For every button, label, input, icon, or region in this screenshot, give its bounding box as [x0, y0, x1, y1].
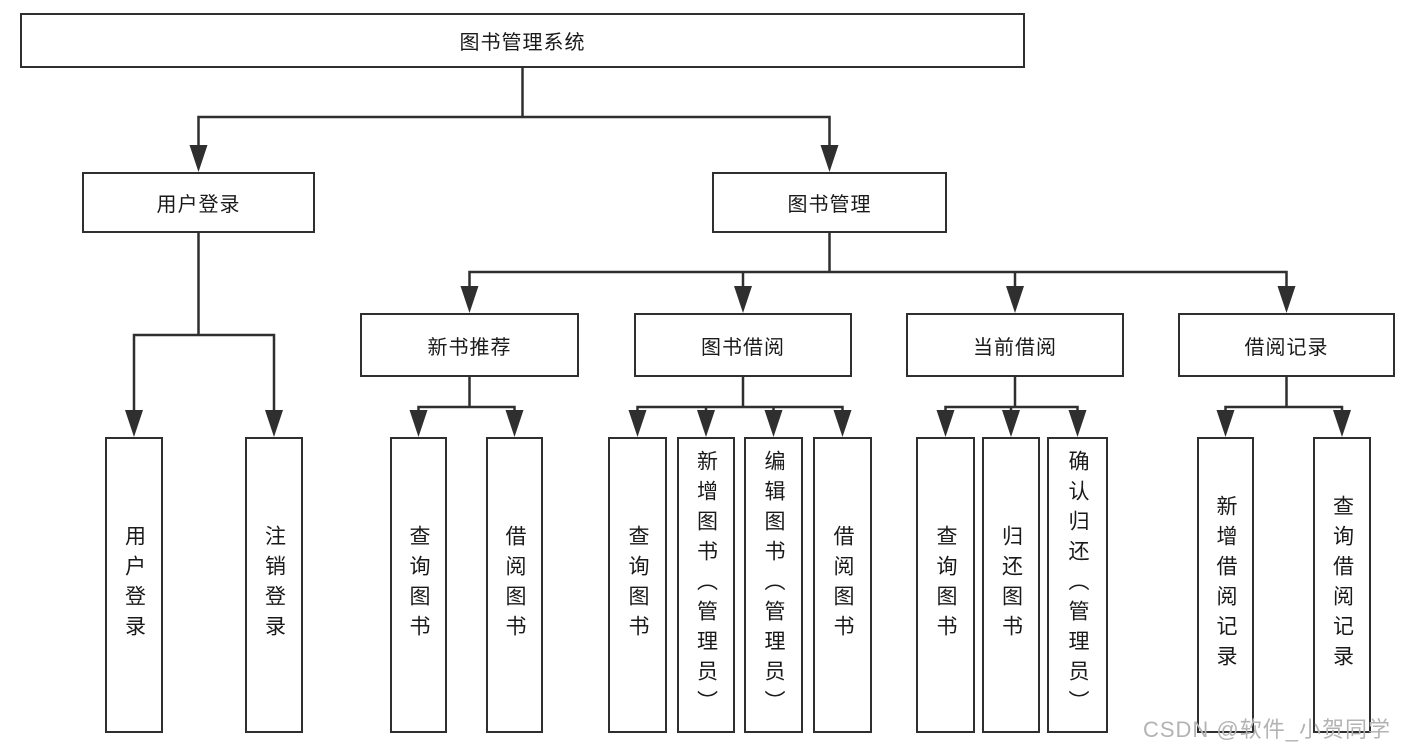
leaf-edit-book-admin-label: 编辑图书（管理员）	[762, 450, 785, 720]
node-user-login-label: 用户登录	[156, 194, 241, 216]
node-book-management: 图书管理	[712, 172, 947, 233]
leaf-return-book: 归还图书	[982, 437, 1040, 733]
leaf-borrow-books-recommend-label: 借阅图书	[503, 525, 526, 645]
node-book-borrow-label: 图书借阅	[701, 336, 785, 359]
leaf-edit-book-admin: 编辑图书（管理员）	[744, 437, 803, 733]
node-book-borrow: 图书借阅	[634, 313, 852, 377]
leaf-query-books-recommend: 查询图书	[390, 437, 447, 733]
leaf-add-book-admin-label: 新增图书（管理员）	[694, 450, 718, 720]
leaf-borrow-books-borrow-label: 借阅图书	[831, 525, 854, 645]
leaf-borrow-books-borrow: 借阅图书	[813, 437, 872, 733]
leaf-query-borrow-record-label: 查询借阅记录	[1330, 495, 1354, 675]
root-node: 图书管理系统	[20, 13, 1025, 68]
leaf-add-borrow-record-label: 新增借阅记录	[1214, 495, 1237, 675]
leaf-add-borrow-record: 新增借阅记录	[1197, 437, 1254, 733]
leaf-return-book-label: 归还图书	[999, 525, 1023, 645]
leaf-query-books-current-label: 查询图书	[934, 525, 957, 645]
node-borrow-records-label: 借阅记录	[1244, 336, 1329, 359]
root-node-label: 图书管理系统	[459, 32, 586, 54]
leaf-confirm-return-admin-label: 确认归还（管理员）	[1066, 450, 1089, 720]
node-borrow-records: 借阅记录	[1178, 313, 1395, 377]
leaf-user-login-label: 用户登录	[122, 525, 146, 645]
node-book-management-label: 图书管理	[787, 194, 872, 216]
leaf-query-books-current: 查询图书	[916, 437, 975, 733]
leaf-query-books-borrow: 查询图书	[608, 437, 667, 733]
leaf-query-books-borrow-label: 查询图书	[626, 525, 649, 645]
leaf-confirm-return-admin: 确认归还（管理员）	[1047, 437, 1108, 733]
node-new-book-recommend-label: 新书推荐	[427, 336, 512, 359]
leaf-user-login: 用户登录	[105, 437, 163, 733]
csdn-watermark: CSDN @软件_小贺同学	[1142, 717, 1391, 742]
leaf-query-borrow-record: 查询借阅记录	[1313, 437, 1371, 733]
leaf-add-book-admin: 新增图书（管理员）	[677, 437, 735, 733]
leaf-query-books-recommend-label: 查询图书	[407, 525, 430, 645]
node-current-borrow: 当前借阅	[906, 313, 1124, 377]
node-user-login: 用户登录	[82, 172, 315, 233]
leaf-logout: 注销登录	[245, 437, 303, 733]
node-current-borrow-label: 当前借阅	[973, 336, 1057, 359]
node-new-book-recommend: 新书推荐	[360, 313, 579, 377]
leaf-logout-label: 注销登录	[262, 525, 286, 645]
leaf-borrow-books-recommend: 借阅图书	[486, 437, 543, 733]
